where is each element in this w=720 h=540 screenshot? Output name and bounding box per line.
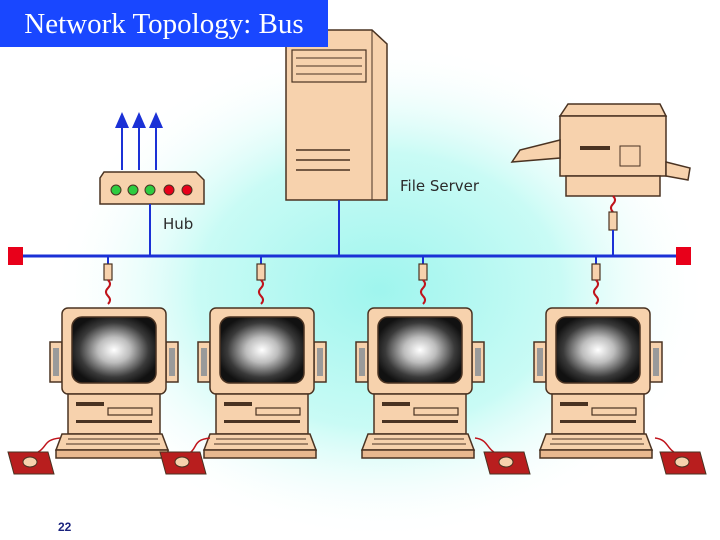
printer-icon (510, 103, 691, 197)
mouse-icon (659, 451, 707, 475)
mouse-icon (483, 451, 531, 475)
arrow-up-icon (149, 112, 163, 128)
mouse-icon (159, 451, 207, 475)
hub-icon (99, 112, 205, 205)
workstation-2-icon (197, 307, 327, 459)
workstation-3-icon (355, 307, 485, 459)
arrow-up-icon (115, 112, 129, 128)
arrow-up-icon (132, 112, 146, 128)
right-terminator (676, 247, 691, 265)
background-glow (50, 40, 710, 540)
slide-title: Network Topology: Bus (0, 0, 328, 47)
printer-connector (608, 195, 618, 256)
mouse-icon (7, 451, 55, 475)
left-terminator (8, 247, 23, 265)
workstation-1-icon (49, 307, 179, 459)
hub-label: Hub (163, 215, 193, 233)
file-server-icon (285, 29, 388, 201)
file-server-label: File Server (400, 177, 480, 195)
workstation-4-icon (533, 307, 663, 459)
page-number: 22 (58, 520, 72, 534)
